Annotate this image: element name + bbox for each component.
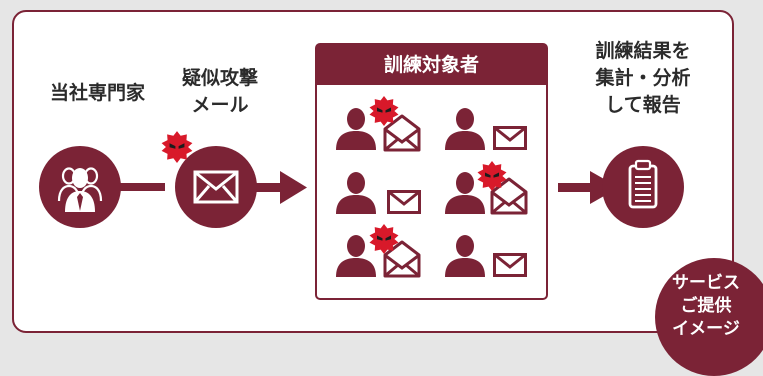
expert-label: 当社専門家 <box>50 82 146 104</box>
report-label-line1: 訓練結果を <box>595 40 691 62</box>
envelope-icon <box>175 146 257 228</box>
badge-line2: ご提供 <box>680 296 732 316</box>
badge-line3: イメージ <box>672 319 740 339</box>
person-icon <box>445 108 485 150</box>
person-icon <box>445 235 485 277</box>
phishing-label-line1: 疑似攻撃 <box>181 67 258 89</box>
targets-box: 訓練対象者 <box>315 43 548 300</box>
diagram-graphics <box>39 96 684 278</box>
clipboard-icon <box>602 146 684 228</box>
phishing-label: 疑似攻撃 メール <box>175 65 265 119</box>
service-image-badge-text: サービス ご提供 イメージ <box>660 272 752 341</box>
group-of-people-icon <box>39 146 121 228</box>
report-label-line3: して報告 <box>605 94 681 116</box>
envelope-icon <box>493 126 527 150</box>
phishing-label-line2: メール <box>191 94 249 116</box>
targets-title: 訓練対象者 <box>317 45 546 85</box>
envelope-icon <box>387 190 421 214</box>
badge-line1: サービス <box>672 273 740 293</box>
report-label: 訓練結果を 集計・分析 して報告 <box>588 38 698 119</box>
envelope-icon <box>493 253 527 277</box>
person-icon <box>336 172 376 214</box>
report-label-line2: 集計・分析 <box>595 67 691 89</box>
person-icon <box>336 235 376 277</box>
arrow-icon <box>255 171 307 204</box>
